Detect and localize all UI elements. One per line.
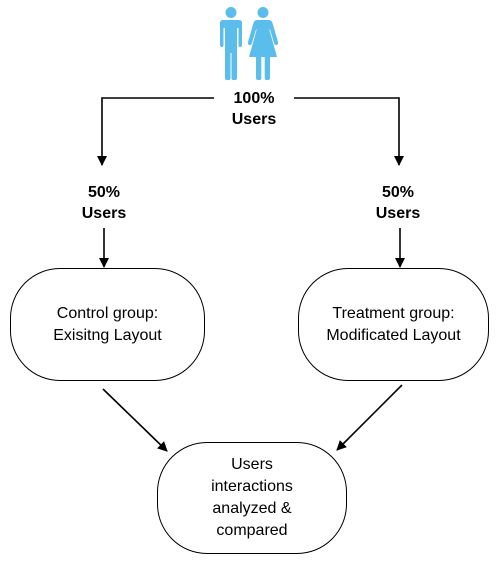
control-group-layout: Exisitng Layout <box>53 326 162 344</box>
right-split-label: 50% Users <box>358 182 438 224</box>
root-users-label: 100% Users <box>204 88 304 130</box>
control-group-title: Control group: <box>56 304 159 322</box>
right-split-percent: 50% <box>381 184 415 201</box>
result-node: Users interactions analyzed & compared <box>157 442 347 554</box>
treatment-group-title: Treatment group: <box>332 304 455 322</box>
right-split-users-text: Users <box>375 205 421 222</box>
left-split-percent: 50% <box>87 184 121 201</box>
root-users-text: Users <box>231 111 277 128</box>
users-male-female-icon <box>220 7 279 80</box>
result-line-1: Users <box>231 456 273 473</box>
connector-treatment-to-result <box>336 384 403 451</box>
left-split-users-text: Users <box>81 205 127 222</box>
connector-root-to-right <box>294 97 404 166</box>
connector-control-to-result <box>102 388 168 452</box>
connector-root-to-left <box>97 97 214 166</box>
root-percent: 100% <box>233 90 275 107</box>
result-line-2: interactions <box>211 478 293 495</box>
control-group-node: Control group: Exisitng Layout <box>10 268 205 381</box>
result-line-3: analyzed & <box>212 500 292 517</box>
treatment-group-layout: Modificated Layout <box>326 326 461 344</box>
result-line-4: compared <box>216 522 288 539</box>
left-split-label: 50% Users <box>64 182 144 224</box>
treatment-group-node: Treatment group: Modificated Layout <box>298 268 489 381</box>
